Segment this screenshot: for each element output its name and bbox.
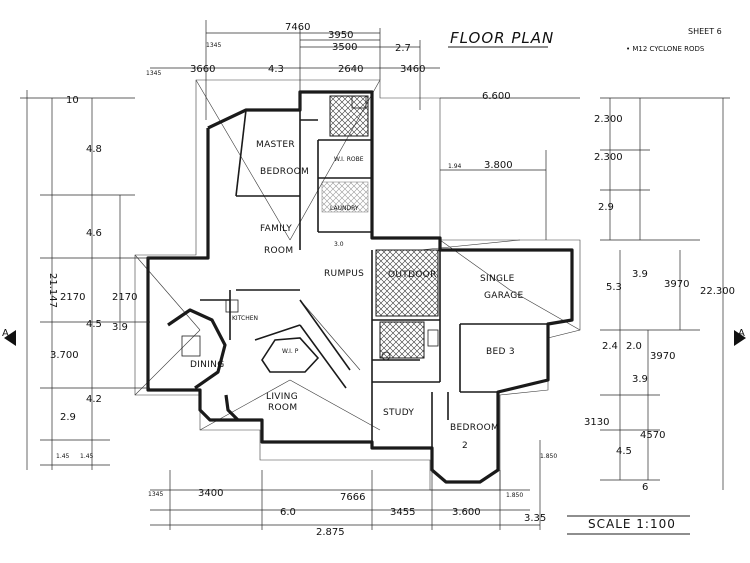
room-master-bedroom: BEDROOM [260,167,309,177]
room-living-room: ROOM [268,403,297,413]
dimension-lines [20,20,730,530]
cyclone-rods-note: • M12 CYCLONE RODS [626,45,705,53]
room-bed-3: BED 3 [486,347,515,357]
dim-2640: 2640 [338,64,363,75]
dim-6-0: 6.0 [280,507,296,518]
dim-6-600: 6.600 [482,91,511,102]
dimension-text-center: 3.0 2170 3.9 [112,241,344,333]
dim-3-9-mid: 3.9 [112,322,128,333]
dim-1345-a: 1345 [206,42,221,49]
dimension-text-bottom: 1345 3400 7666 6.0 3455 3.600 2.875 3.35… [148,453,557,538]
dim-3-600: 3.600 [452,507,481,518]
dim-4-6: 4.6 [86,228,102,239]
dim-2-9-right: 2.9 [598,202,614,213]
section-marker-right: A [734,328,746,346]
section-marker-left: A [2,328,16,346]
dim-22-300: 22.300 [700,286,735,297]
room-bedroom-2-num: 2 [462,441,468,451]
room-labels: MASTER BEDROOM W.I. ROBE LAUNDRY FAMILY … [190,140,523,451]
dim-1-45-b: 1.45 [80,453,94,460]
dim-3-0: 3.0 [334,241,344,248]
dim-3660: 3660 [190,64,215,75]
room-outdoor: OUTDOOR [388,270,437,280]
dim-3-700: 3.700 [50,350,79,361]
dim-4-8: 4.8 [86,144,102,155]
dim-4-5: 4.5 [86,319,102,330]
dim-2-4: 2.4 [602,341,618,352]
dim-1-850-b: 1.850 [540,453,557,460]
dimension-text-right: 2.300 2.300 2.9 3.9 5.3 3970 22.300 2.4 … [584,114,735,493]
bathroom-hatch [379,321,425,359]
room-master: MASTER [256,140,295,150]
sheet-number: SHEET 6 [688,27,722,36]
ensuite-hatch [329,95,369,137]
dim-2-7: 2.7 [395,43,411,54]
room-garage: GARAGE [484,291,523,301]
room-study: STUDY [383,408,414,418]
room-laundry: LAUNDRY [330,205,359,212]
dim-3400: 3400 [198,488,223,499]
dimension-text-top: 7460 3950 3500 2.7 3660 4.3 2640 3460 13… [146,22,513,171]
room-family-room: ROOM [264,246,293,256]
dimension-text-left: 10 4.8 4.6 21.147 2170 4.5 3.700 4.2 2.9… [47,95,102,460]
dim-2170-left: 2170 [60,292,85,303]
dim-7666: 7666 [340,492,365,503]
dim-6-right: 6 [642,482,648,493]
room-wir: W.I. ROBE [334,156,364,163]
dim-3-800: 3.800 [484,160,513,171]
dim-3970-a: 3970 [664,279,689,290]
dim-7460: 7460 [285,22,310,33]
scale-label: SCALE 1:100 [588,517,676,531]
dim-2-875: 2.875 [316,527,345,538]
room-bedroom-2: BEDROOM [450,423,499,433]
svg-text:A: A [2,328,9,339]
dim-3970-b: 3970 [650,351,675,362]
dim-1-850-a: 1.850 [506,492,523,499]
plan-title: FLOOR PLAN [450,29,554,47]
dim-3950: 3950 [328,30,353,41]
room-rumpus: RUMPUS [324,269,364,279]
dim-3130: 3130 [584,417,609,428]
room-dining: DINING [190,360,224,370]
dim-2-300-a: 2.300 [594,114,623,125]
dim-10: 10 [66,95,79,106]
dim-2-300-b: 2.300 [594,152,623,163]
dim-5-3: 5.3 [606,282,622,293]
dim-3-35: 3.35 [524,513,546,524]
room-living: LIVING [266,392,298,402]
dim-1345-bottom: 1345 [148,491,163,498]
dim-3460: 3460 [400,64,425,75]
dim-4570: 4570 [640,430,665,441]
dim-21-147: 21.147 [47,273,58,308]
dim-4-2: 4.2 [86,394,102,405]
outdoor-area-hatch [375,249,439,317]
dim-1345-b: 1345 [146,70,161,77]
interior-walls [200,109,548,448]
dim-3-9-right: 3.9 [632,269,648,280]
room-kitchen: KITCHEN [232,315,258,322]
fixtures [181,95,439,361]
room-single: SINGLE [480,274,515,284]
dim-3455: 3455 [390,507,415,518]
dim-2170-mid: 2170 [112,292,137,303]
dim-4-5-right: 4.5 [616,446,632,457]
room-wip: W.I. P [282,348,299,355]
dim-3-9-lower: 3.9 [632,374,648,385]
room-family: FAMILY [260,224,292,234]
svg-text:A: A [738,328,745,339]
laundry-hatch [321,181,369,213]
roof-outline [134,79,581,491]
dim-1-45-a: 1.45 [56,453,70,460]
dim-3500: 3500 [332,42,357,53]
dim-2-0: 2.0 [626,341,642,352]
dim-1-94: 1.94 [448,163,462,170]
dim-2-9: 2.9 [60,412,76,423]
exterior-walls [146,90,574,484]
dim-4-3: 4.3 [268,64,284,75]
